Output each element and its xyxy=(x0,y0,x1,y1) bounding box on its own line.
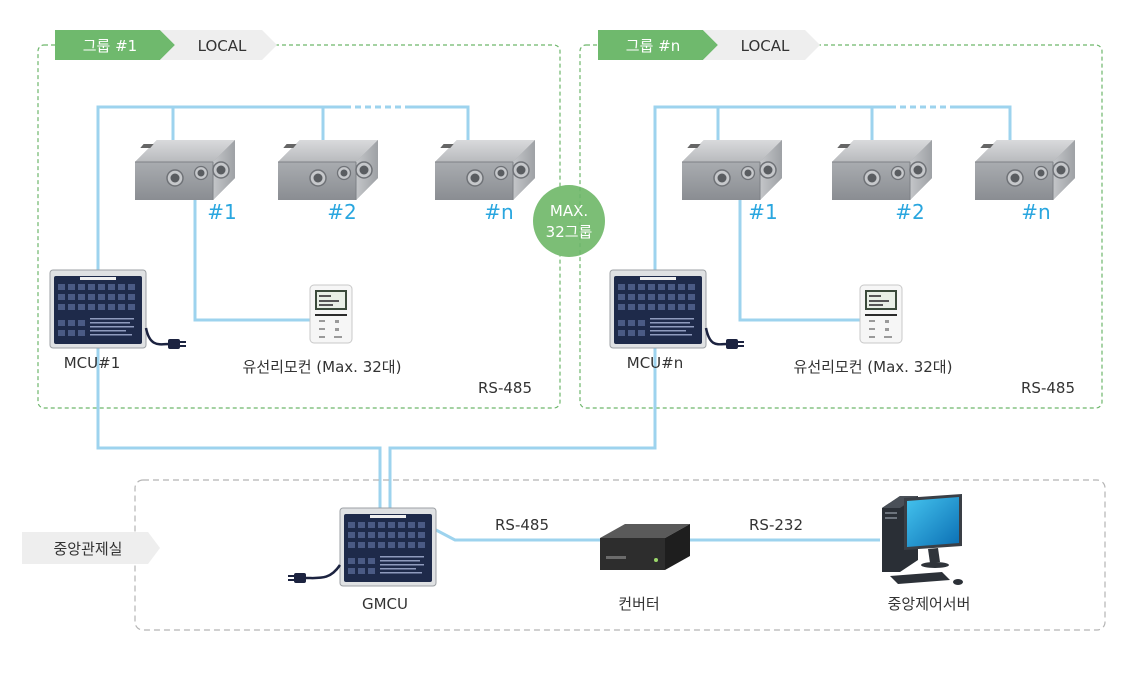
central-room-tag xyxy=(22,532,160,564)
group-1-tag-label: 그룹 #1 xyxy=(83,37,137,55)
unit-label: #2 xyxy=(327,200,356,224)
max-groups-badge: MAX. 32그룹 xyxy=(533,185,605,257)
power-cord xyxy=(305,564,342,580)
ventilation-unit-n xyxy=(974,139,1076,201)
group-n-border xyxy=(579,44,1103,409)
ventilation-unit-1 xyxy=(134,139,236,201)
ventilation-unit-n xyxy=(434,139,536,201)
unit-label: #1 xyxy=(748,200,777,224)
unit-label: #1 xyxy=(207,200,236,224)
group-n: 그룹 #n LOCAL #1 #2 #n MCU#n 유선리모컨 (Max. 3… xyxy=(388,30,1103,510)
unit-label: #2 xyxy=(895,200,924,224)
group-n-tag-label: 그룹 #n xyxy=(626,37,680,55)
group-1-mode-label: LOCAL xyxy=(198,37,247,55)
wired-remote xyxy=(309,284,353,344)
ventilation-unit-2 xyxy=(831,139,933,201)
bus-label: RS-485 xyxy=(1021,379,1075,397)
ventilation-unit-1 xyxy=(681,139,783,201)
max-badge-line1: MAX. xyxy=(550,202,588,220)
ventilation-unit-2 xyxy=(277,139,379,201)
group-n-tag xyxy=(598,30,718,60)
central-room-label: 중앙관제실 xyxy=(53,540,122,558)
link-rs485-label: RS-485 xyxy=(495,516,549,534)
link-rs232-label: RS-232 xyxy=(749,516,803,534)
mcu-label: MCU#1 xyxy=(64,354,121,372)
group-n-mode-label: LOCAL xyxy=(741,37,790,55)
server-pc-icon xyxy=(882,494,963,585)
plug-icon xyxy=(288,573,306,583)
power-cord xyxy=(144,327,171,346)
bus-label: RS-485 xyxy=(478,379,532,397)
plug-icon xyxy=(168,339,186,349)
group-1-mode-tag xyxy=(160,30,277,60)
gmcu-label: GMCU xyxy=(362,595,408,613)
remote-label: 유선리모컨 (Max. 32대) xyxy=(794,358,953,376)
group-1-wiring xyxy=(96,105,470,510)
group-n-mode-tag xyxy=(703,30,820,60)
mcu-label: MCU#n xyxy=(627,354,683,372)
group-1-tag xyxy=(55,30,175,60)
group-1: 그룹 #1 LOCAL #1 #2 #n MCU#1 유선리모컨 (Max. 3… xyxy=(37,30,561,510)
unit-label: #n xyxy=(484,200,513,224)
mcu-panel xyxy=(49,269,147,349)
unit-label: #n xyxy=(1021,200,1050,224)
wired-remote xyxy=(859,284,903,344)
plug-icon xyxy=(726,339,744,349)
group-n-wiring xyxy=(388,105,1012,510)
mcu-panel xyxy=(609,269,707,349)
central-wiring xyxy=(435,528,880,542)
converter-label: 컨버터 xyxy=(618,595,659,613)
central-room-border xyxy=(134,479,1106,631)
server-label: 중앙제어서버 xyxy=(888,595,971,613)
power-cord xyxy=(704,327,729,346)
gmcu-panel xyxy=(339,507,437,587)
central-control-room: 중앙관제실 GMCU RS-485 컨버터 RS-232 xyxy=(22,479,1106,631)
converter-device xyxy=(600,524,690,570)
max-badge-line2: 32그룹 xyxy=(546,223,593,241)
remote-label: 유선리모컨 (Max. 32대) xyxy=(243,358,402,376)
